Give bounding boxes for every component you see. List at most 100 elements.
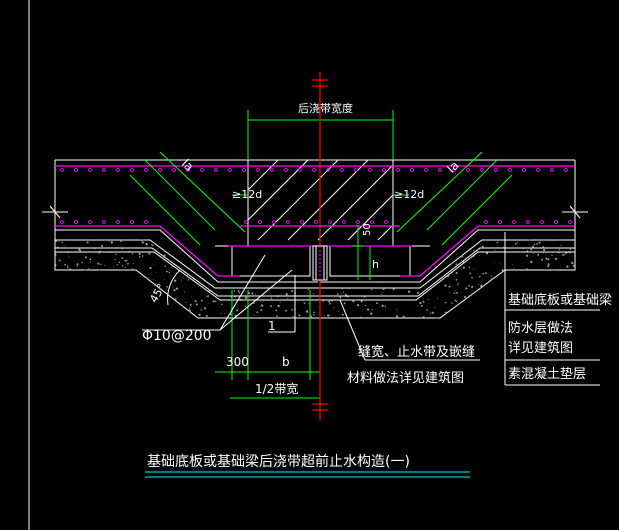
- slab-outline: [54, 159, 576, 283]
- rebar-dot: [186, 168, 190, 172]
- rebar-dot: [60, 168, 64, 172]
- gravel-dot: [127, 262, 129, 265]
- gravel-dot: [149, 266, 152, 270]
- rebar-dot: [494, 168, 498, 172]
- gravel-dot: [221, 303, 223, 306]
- gravel-dot: [205, 315, 208, 317]
- gravel-dot: [116, 264, 119, 266]
- gravel-dot: [251, 292, 254, 295]
- band-hatch: [247, 159, 394, 241]
- gravel-dot: [292, 316, 295, 319]
- gravel-dot: [244, 305, 247, 308]
- rebar-dot: [284, 168, 288, 172]
- gravel-dot: [279, 301, 281, 303]
- gravel-dot: [254, 314, 256, 316]
- gravel-dot: [560, 265, 561, 267]
- rebar-dot: [300, 220, 304, 224]
- gravel-dot: [377, 313, 378, 314]
- gravel-dot: [164, 265, 166, 268]
- gravel-dot: [470, 250, 472, 252]
- gravel-dot: [451, 302, 453, 304]
- gravel-dot: [189, 309, 192, 313]
- gravel-dot: [330, 314, 332, 316]
- gravel-dot: [146, 245, 148, 247]
- gravel-dot: [562, 254, 564, 257]
- gravel-dot: [244, 296, 248, 299]
- rebar-dot: [144, 168, 148, 172]
- gravel-dot: [173, 289, 176, 292]
- gravel-dot: [512, 268, 515, 271]
- gravel-dot: [189, 303, 192, 306]
- rebar-dot: [328, 220, 332, 224]
- gravel-dot: [402, 315, 405, 318]
- anchor-right-label: ≥12d: [394, 188, 424, 201]
- gravel-dot: [485, 252, 489, 255]
- dim-b-label: b: [282, 355, 290, 369]
- gravel-dot: [551, 254, 553, 256]
- gravel-dot: [84, 256, 87, 259]
- rebar-dot: [102, 220, 106, 224]
- gravel-dot: [118, 261, 121, 263]
- gravel-dot: [468, 295, 470, 296]
- rebar-dot: [550, 168, 554, 172]
- gravel-dot: [80, 239, 82, 241]
- gravel-dot: [76, 263, 79, 266]
- gravel-dot: [422, 300, 425, 303]
- gravel-dot: [468, 284, 470, 287]
- gravel-dot: [512, 264, 514, 266]
- note-line1: 缝宽、止水带及嵌缝: [358, 344, 475, 360]
- gravel-dot: [533, 243, 536, 246]
- rebar-dot: [256, 168, 260, 172]
- gravel-dot: [451, 262, 453, 265]
- gravel-dot: [490, 275, 492, 277]
- gravel-dot: [454, 290, 456, 292]
- gravel-dot: [212, 300, 215, 303]
- gravel-dot: [533, 252, 535, 254]
- gravel-dot: [514, 242, 517, 245]
- gravel-dot: [560, 244, 562, 246]
- gravel-dot: [352, 300, 355, 303]
- gravel-dot: [417, 304, 419, 306]
- gravel-dot: [163, 249, 166, 252]
- gravel-dot: [449, 291, 451, 293]
- water-stop: [312, 245, 328, 281]
- gravel-dot: [434, 306, 436, 308]
- gravel-dot: [206, 295, 208, 298]
- gravel-dot: [516, 241, 519, 243]
- gravel-dot: [124, 259, 126, 262]
- gravel-dot: [395, 315, 399, 318]
- rebar-dot: [74, 168, 78, 172]
- gravel-dot: [89, 261, 91, 263]
- gravel-dot: [469, 272, 471, 275]
- rebar-dot: [258, 220, 262, 224]
- gravel-dot: [348, 288, 350, 290]
- rebar-dot: [88, 168, 92, 172]
- gravel-dot: [448, 285, 451, 288]
- gravel-dot: [291, 308, 294, 311]
- gravel-dot: [392, 288, 395, 291]
- gravel-dot: [92, 239, 95, 242]
- gravel-dot: [444, 301, 447, 304]
- gravel-dot: [360, 300, 363, 303]
- rebar-dot: [312, 168, 316, 172]
- rebar-dots: [60, 168, 572, 224]
- rebar-dot: [480, 168, 484, 172]
- gravel-dot: [195, 303, 199, 306]
- gravel-dot: [184, 291, 186, 293]
- gravel-dot: [67, 266, 69, 269]
- rebar-dot: [116, 220, 120, 224]
- gravel-dot: [501, 269, 504, 272]
- gravel-dot: [436, 297, 438, 299]
- gravel-dot: [148, 252, 151, 255]
- rebar-dot: [214, 168, 218, 172]
- rebar-dot: [88, 220, 92, 224]
- gravel-dot: [154, 283, 156, 285]
- gravel-dot: [313, 314, 315, 316]
- gravel-dot: [307, 288, 309, 291]
- rebar-dot: [228, 168, 232, 172]
- gravel-dot: [150, 244, 152, 246]
- gravel-dot: [170, 270, 172, 272]
- gravel-dot: [481, 245, 484, 248]
- legend-waterproof-2: 详见建筑图: [508, 340, 573, 356]
